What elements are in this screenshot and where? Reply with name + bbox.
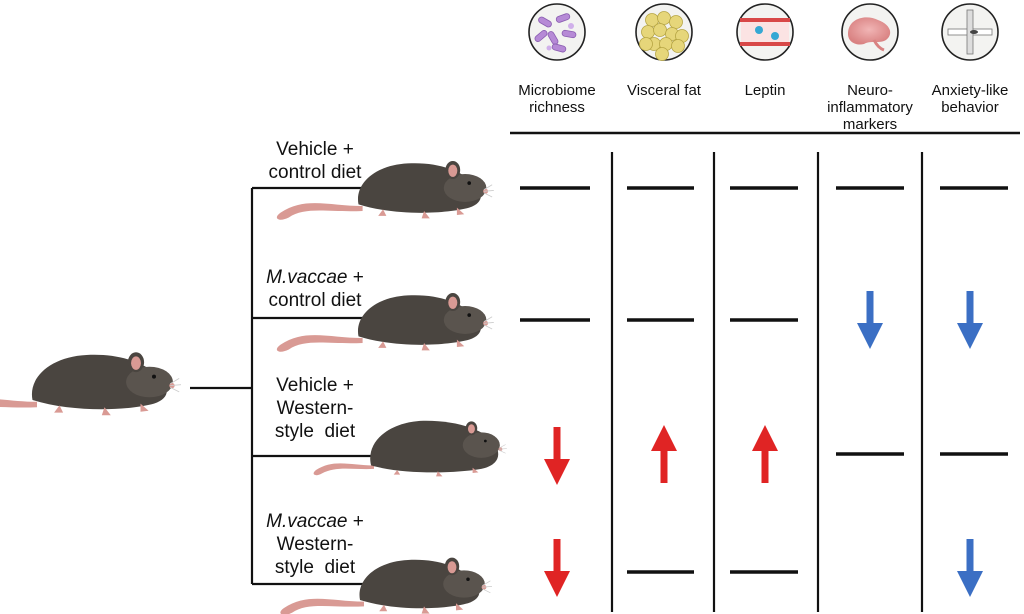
mouse-icon-start: [0, 351, 182, 418]
species-name: M.vaccae: [266, 511, 348, 532]
maze-icon: [941, 3, 999, 61]
group-label-line-2: control diet: [268, 162, 362, 183]
group-label-line-2: Western-: [276, 398, 354, 419]
group-label-treatment: Vehicle +: [276, 139, 354, 160]
species-name: M.vaccae: [266, 267, 348, 288]
group-label-treatment: +: [347, 267, 364, 288]
column-header-line: inflammatory: [827, 99, 913, 116]
down-arrow-blue: [957, 291, 983, 349]
group-label-line-2: control diet: [268, 290, 362, 311]
column-header-line: richness: [529, 99, 585, 116]
down-arrow-red: [544, 539, 570, 597]
group-label-treatment: +: [347, 511, 364, 532]
group-tree: [190, 186, 378, 586]
group-label-g1: Vehicle +control diet: [240, 138, 390, 184]
table-grid: [610, 152, 924, 612]
brain-icon: [841, 3, 899, 61]
bacteria-icon: [528, 3, 586, 61]
group-label-line-1: M.vaccae +: [240, 510, 390, 533]
group-label-line-1: Vehicle +: [240, 374, 390, 397]
column-header-line: Neuro-: [847, 82, 893, 99]
column-header-leptin: Leptin: [717, 82, 813, 99]
up-arrow-red: [752, 425, 778, 483]
column-headers: [528, 3, 999, 61]
up-arrow-red: [651, 425, 677, 483]
column-header-line: Microbiome: [518, 82, 596, 99]
blood-vessel-icon: [736, 3, 794, 61]
column-header-visceral_fat: Visceral fat: [615, 82, 713, 99]
group-label-line-3: style diet: [274, 421, 356, 442]
group-label-g4: M.vaccae +Western-style diet: [240, 510, 390, 579]
column-header-line: Visceral fat: [627, 82, 701, 99]
effect-markers: [520, 186, 1008, 597]
down-arrow-red: [544, 427, 570, 485]
column-header-line: behavior: [941, 99, 999, 116]
group-label-treatment: Vehicle +: [276, 375, 354, 396]
fat-cells-icon: [635, 3, 693, 61]
down-arrow-blue: [857, 291, 883, 349]
column-header-line: Anxiety-like: [931, 82, 1009, 99]
group-label-line-1: Vehicle +: [240, 138, 390, 161]
column-header-line: markers: [842, 116, 898, 133]
down-arrow-blue: [957, 539, 983, 597]
group-label-line-2: Western-: [276, 534, 354, 555]
group-label-line-3: style diet: [274, 557, 356, 578]
group-label-g2: M.vaccae +control diet: [240, 266, 390, 312]
column-header-line: Leptin: [744, 82, 786, 99]
group-label-g3: Vehicle +Western-style diet: [240, 374, 390, 443]
group-label-line-1: M.vaccae +: [240, 266, 390, 289]
